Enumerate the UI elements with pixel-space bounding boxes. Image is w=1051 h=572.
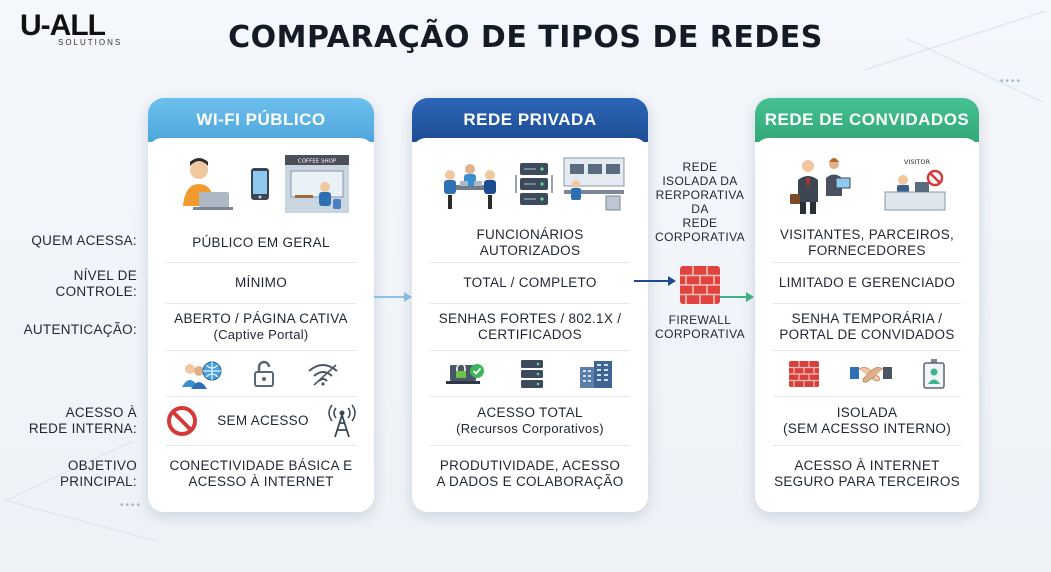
smartphone-icon (250, 168, 269, 200)
decorative-dots: •••• (120, 500, 143, 511)
unlock-icon (253, 360, 274, 387)
row-separator (166, 303, 356, 304)
private-internal: ACESSO TOTAL(Recursos Corporativos) (456, 405, 604, 436)
guest-internal: ISOLADA(SEM ACESSO INTERNO) (782, 405, 952, 436)
arrow-firewall-to-guest (720, 292, 754, 302)
page-title: COMPARAÇÃO DE TIPOS DE REDES (228, 20, 823, 55)
svg-text:VISITOR: VISITOR (903, 158, 929, 166)
meeting-team-icon (444, 164, 496, 209)
server-icon (520, 360, 543, 388)
firewall-label: FIREWALL CORPORATIVA (655, 313, 745, 341)
business-visitors-icon (789, 158, 850, 214)
private-who: FUNCIONÁRIOS AUTORIZADOS (476, 227, 584, 258)
row-separator (430, 445, 630, 446)
guest-who: VISITANTES, PARCEIROS,FORNECEDORES (779, 227, 955, 258)
no-entry-icon (167, 406, 197, 436)
public-control: MÍNIMO (234, 275, 288, 290)
card-header-guest: REDE DE CONVIDADOS (755, 98, 979, 142)
card-private-network: REDE PRIVADA (412, 98, 648, 512)
card-public-wifi: WI-FI PÚBLICO COFFEE SHOP (148, 98, 374, 512)
card-title-guest: REDE DE CONVIDADOS (764, 110, 970, 129)
card-body-private: FUNCIONÁRIOS AUTORIZADOS TOTAL / COMPLET… (412, 138, 648, 512)
logo-mark: U-ALL (20, 9, 106, 42)
card-header-private: REDE PRIVADA (412, 98, 648, 142)
connector-arrow (374, 292, 412, 302)
logo-subtitle: SOLUTIONS (58, 38, 123, 47)
company-logo: U-ALL SOLUTIONS (20, 10, 130, 50)
public-auth: ABERTO / PÁGINA CATIVA(Captive Portal) (174, 311, 348, 342)
workstations-icon (563, 157, 625, 211)
guest-auth: SENHA TEMPORÁRIA /PORTAL DE CONVIDADOS (779, 311, 955, 342)
row-separator (430, 350, 630, 351)
illustration-public: COFFEE SHOP (166, 152, 356, 216)
row-separator (166, 350, 356, 351)
people-globe-icon (181, 361, 222, 389)
card-body-guest: VISITOR VISITANTES, PARCEIROS,FORNECEDOR… (755, 138, 979, 512)
card-header-public: WI-FI PÚBLICO (148, 98, 374, 142)
firewall-icon (788, 361, 819, 387)
office-building-icon (579, 361, 612, 388)
row-separator (166, 262, 356, 263)
firewall-icon (680, 266, 720, 304)
card-body-public: COFFEE SHOP PÚBLICO EM GERAL MÍNIMO ABER… (148, 138, 374, 512)
row-separator (773, 396, 961, 397)
card-title-private: REDE PRIVADA (463, 110, 597, 129)
row-separator (430, 303, 630, 304)
guest-control: LIMITADO E GERENCIADO (778, 275, 956, 290)
wifi-icon (308, 364, 338, 386)
private-icons (430, 356, 630, 392)
visitor-desk-icon: VISITOR (884, 158, 945, 211)
row-separator (773, 350, 961, 351)
row-separator (430, 262, 630, 263)
public-internal-label: SEM ACESSO (217, 413, 309, 428)
guest-icons (773, 356, 961, 392)
public-who: PÚBLICO EM GERAL (192, 235, 330, 250)
svg-text:COFFEE SHOP: COFFEE SHOP (297, 159, 336, 165)
illustration-private (430, 152, 630, 216)
card-title-public: WI-FI PÚBLICO (196, 110, 326, 129)
illustration-guest: VISITOR (773, 152, 961, 216)
arrow-private-to-firewall (634, 276, 676, 286)
public-internal: SEM ACESSO (166, 397, 356, 445)
server-rack-icon (515, 163, 553, 205)
row-separator (773, 445, 961, 446)
coffee-shop-icon: COFFEE SHOP (284, 155, 349, 213)
id-badge-icon (923, 359, 946, 389)
row-separator (166, 445, 356, 446)
handshake-icon (849, 367, 892, 383)
row-separator (166, 396, 356, 397)
row-label-who: QUEM ACESSA: (31, 233, 137, 248)
person-laptop-icon (183, 158, 234, 210)
row-separator (773, 262, 961, 263)
public-icons (166, 356, 356, 392)
decorative-dots: •••• (1000, 76, 1023, 87)
card-guest-network: REDE DE CONVIDADOS VISITOR (755, 98, 979, 512)
isolation-note: REDE ISOLADA DA RERPORATIVA DA REDE CORP… (655, 160, 745, 244)
antenna-icon (328, 404, 356, 438)
row-label-auth: AUTENTICAÇÃO: (23, 322, 137, 337)
secure-laptop-icon (446, 363, 485, 384)
private-auth: SENHAS FORTES / 802.1X /CERTIFICADOS (438, 311, 622, 342)
row-separator (430, 396, 630, 397)
row-separator (773, 303, 961, 304)
private-control: TOTAL / COMPLETO (463, 275, 597, 290)
